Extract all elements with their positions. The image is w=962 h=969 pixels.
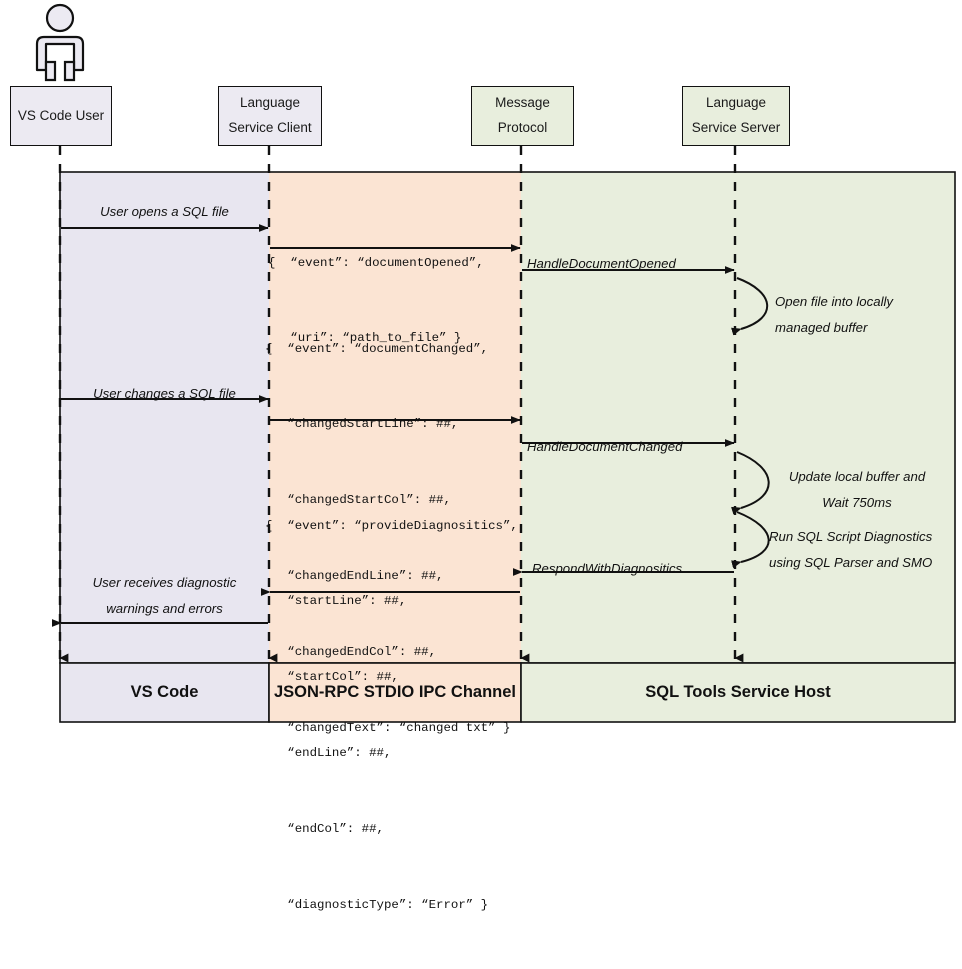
diagram-vector-layer (35, 3, 956, 723)
note-run-sql-diagnostics: Run SQL Script Diagnostics using SQL Par… (769, 524, 932, 575)
message-label-user-changes-file: User changes a SQL file (93, 386, 236, 401)
message-label-respond-with-diagnostics: RespondWithDiagnositics (532, 561, 683, 576)
payload-provide-diagnostics: { “event”: “provideDiagnositics”, “start… (265, 463, 518, 969)
participant-language-service-client[interactable]: Language Service Client (218, 86, 322, 146)
payload-line: “diagnosticType”: “Error” } (265, 898, 489, 913)
message-label-handle-document-opened: HandleDocumentOpened (527, 256, 676, 271)
message-label-line2: warnings and errors (106, 600, 223, 616)
participant-label-line1: Message (495, 95, 550, 111)
note-line1: Update local buffer and (788, 469, 926, 484)
participant-label-line2: Service Client (228, 120, 312, 135)
footer-label-sql-tools-service-host: SQL Tools Service Host (645, 683, 831, 701)
note-line1: Run SQL Script Diagnostics (769, 529, 933, 544)
message-arrows (51, 224, 735, 627)
participant-label-line2: Service Server (691, 120, 781, 135)
activation-bands (59, 171, 956, 664)
note-line2: managed buffer (775, 319, 868, 335)
footer-bands (59, 662, 956, 723)
note-line2: using SQL Parser and SMO (769, 554, 933, 570)
note-open-file-buffer: Open file into locally managed buffer (775, 289, 893, 340)
payload-line: “endLine”: ##, (265, 746, 392, 761)
lifelines (58, 146, 737, 662)
payload-line: “startCol”: ##, (265, 670, 399, 685)
participant-label-line1: Language (239, 95, 301, 111)
person-icon (35, 3, 85, 82)
payload-document-opened: { “event”: “documentOpened”, “uri”: “pat… (268, 200, 484, 402)
payload-line: { “event”: “documentChanged”, (265, 341, 489, 356)
note-line1: Open file into locally (775, 294, 894, 309)
note-update-buffer-wait: Update local buffer and Wait 750ms (772, 464, 942, 515)
footer-label-vs-code: VS Code (130, 683, 199, 701)
payload-line: “changedStartLine”: ##, (265, 417, 459, 432)
payload-line: { “event”: “provideDiagnositics”, (265, 518, 518, 533)
message-label-line1: User receives diagnostic (92, 575, 237, 590)
footer-label-json-rpc-channel: JSON-RPC STDIO IPC Channel (273, 683, 517, 701)
participant-label-line1: Language (705, 95, 767, 111)
payload-line: “uri”: “path_to_file” } (268, 331, 462, 346)
message-label-user-opens-file: User opens a SQL file (100, 204, 229, 219)
payload-line: “endCol”: ##, (265, 822, 384, 837)
payload-line: “startLine”: ##, (265, 594, 407, 609)
self-loop-arrows (731, 277, 770, 569)
message-label-handle-document-changed: HandleDocumentChanged (527, 439, 683, 454)
payload-line: “changedStartCol”: ##, (265, 493, 451, 508)
payload-line: “changedEndLine”: ##, (265, 569, 444, 584)
note-line2: Wait 750ms (822, 494, 892, 510)
payload-line: { “event”: “documentOpened”, (268, 255, 484, 270)
message-label-user-receives-diagnostics: User receives diagnostic warnings and er… (58, 570, 271, 621)
payload-line: “changedEndCol”: ##, (265, 645, 437, 660)
participant-label-line2: Protocol (497, 120, 548, 135)
participant-message-protocol[interactable]: Message Protocol (471, 86, 574, 146)
participant-vs-code-user[interactable]: VS Code User (10, 86, 112, 146)
lifeline-terminators (59, 653, 744, 663)
participant-language-service-server[interactable]: Language Service Server (682, 86, 790, 146)
sequence-diagram-canvas: VS Code User Language Service Client Mes… (10, 3, 956, 912)
participant-label: VS Code User (17, 107, 105, 123)
